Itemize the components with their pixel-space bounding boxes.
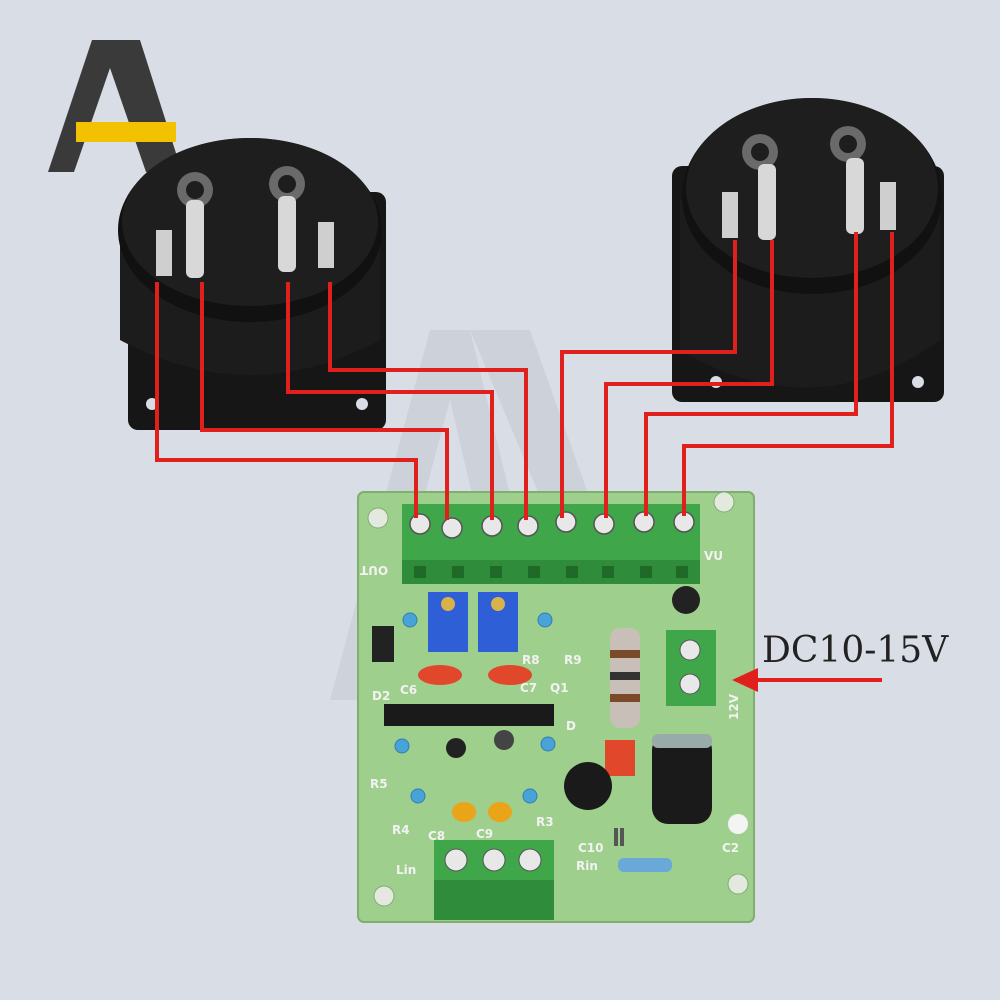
wire-4: [328, 282, 528, 520]
vu-meter-right: [672, 98, 944, 402]
pcb-label-c10: C10: [578, 841, 604, 855]
pcb-label-c8: C8: [428, 829, 445, 843]
wire-8: [682, 232, 894, 516]
wire-1: [155, 282, 418, 518]
wire-5: [560, 240, 737, 518]
pcb-label-out: OUT: [359, 563, 388, 577]
ic-chip: [384, 704, 554, 726]
voltage-callout: DC10-15V: [732, 630, 949, 692]
wire-6: [604, 240, 774, 518]
pcb-label-c2: C2: [722, 841, 739, 855]
pcb-label-q1: Q1: [550, 681, 569, 695]
vu-meter-left: [118, 138, 386, 430]
power-terminal-block: [666, 630, 716, 706]
voltage-label: DC10-15V: [762, 630, 949, 671]
brand-logo-icon: [48, 40, 182, 172]
pcb-label-d1: D: [566, 719, 576, 733]
vu-driver-board: OUT VU 12V Lin Rin D2 C6 C7 R8 R9 Q1 R5 …: [357, 491, 755, 923]
pcb-label-vu: VU: [704, 549, 723, 563]
pcb-label-r5: R5: [370, 777, 388, 791]
input-terminal-block: [434, 840, 554, 920]
pcb-label-r3: R3: [536, 815, 554, 829]
pcb-label-c6: C6: [400, 683, 417, 697]
pcb-label-rin: Rin: [576, 859, 598, 873]
wiring: [155, 232, 894, 520]
pcb-label-lin: Lin: [396, 863, 416, 877]
pcb-label-r9: R9: [564, 653, 582, 667]
wire-3: [286, 282, 494, 520]
pcb-label-d2: D2: [372, 689, 390, 703]
pcb-label-c9: C9: [476, 827, 493, 841]
output-terminal-block: [402, 504, 700, 584]
wire-7: [644, 232, 858, 516]
pcb-label-12v: 12V: [727, 693, 741, 720]
pcb-label-r8: R8: [522, 653, 540, 667]
wire-2: [200, 282, 449, 520]
pcb-label-c7: C7: [520, 681, 537, 695]
pcb-label-r4: R4: [392, 823, 410, 837]
